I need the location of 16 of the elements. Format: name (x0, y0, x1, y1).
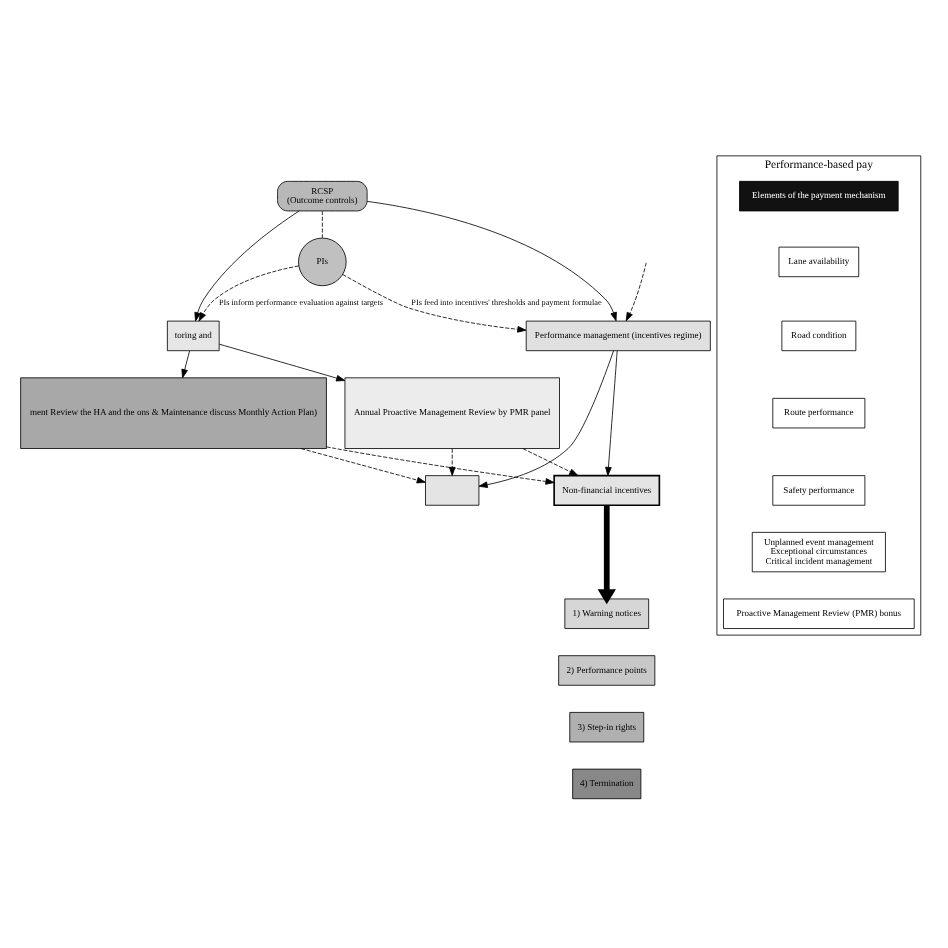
node-box (425, 475, 480, 506)
arrow (522, 448, 579, 476)
arrow (478, 350, 614, 488)
arrow (181, 350, 190, 379)
arrow (605, 350, 618, 476)
arrow (198, 265, 300, 322)
arrow (597, 505, 616, 605)
arrow (366, 201, 617, 322)
arrow (300, 448, 426, 484)
arrow (194, 210, 300, 322)
arrow (448, 448, 456, 476)
arrow (625, 262, 647, 322)
arrow (342, 274, 527, 333)
arrow (218, 343, 346, 382)
arrow (326, 446, 555, 485)
connector (321, 210, 323, 239)
